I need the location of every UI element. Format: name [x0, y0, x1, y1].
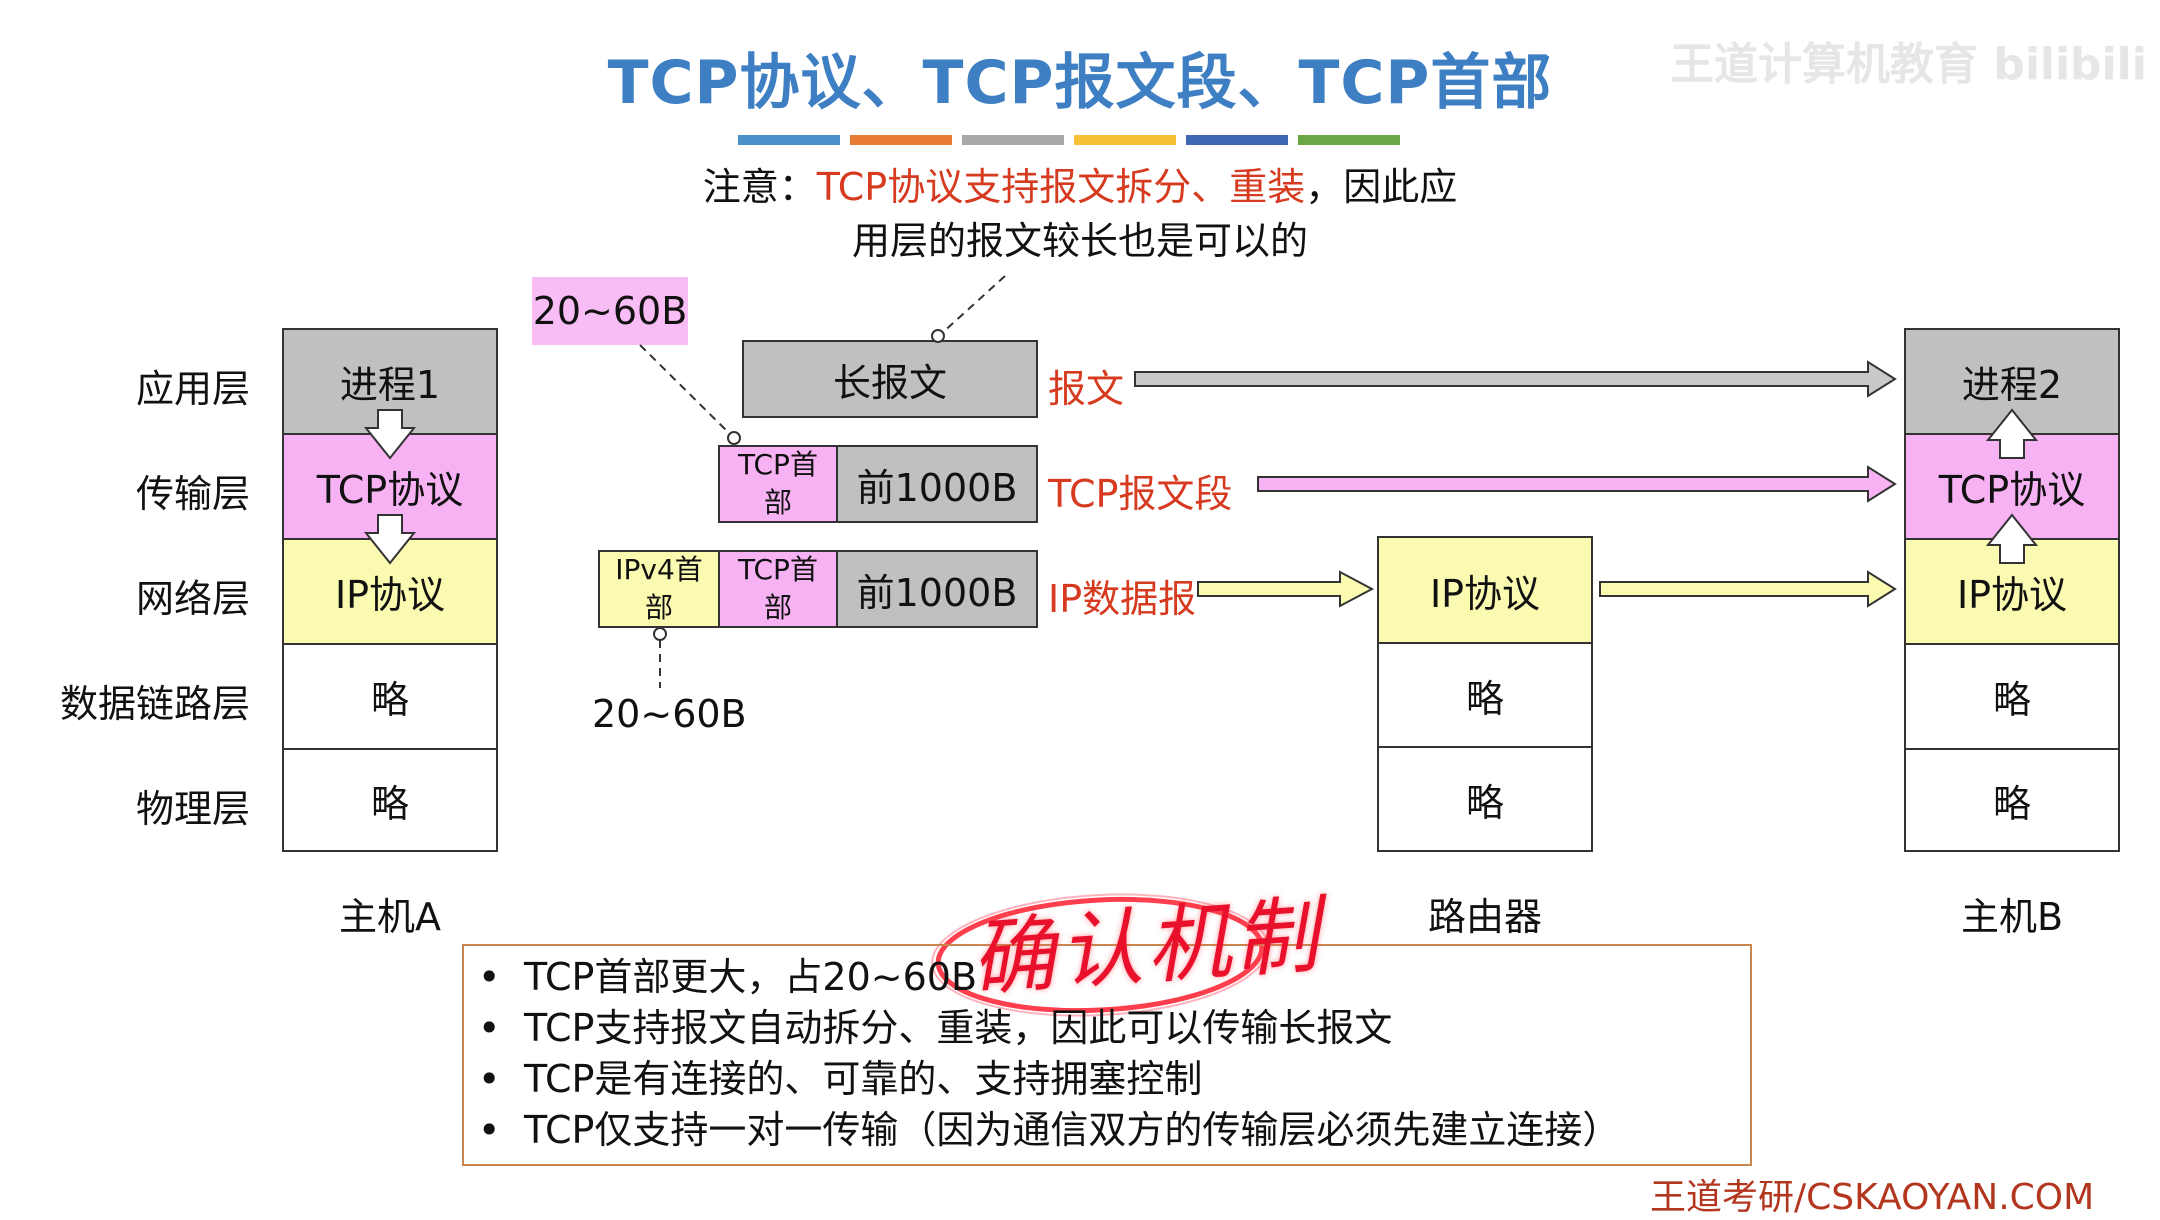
datagram-tcp-header: TCP首部 [718, 550, 838, 628]
note-pointer-line [939, 275, 1006, 336]
router-label: 路由器 [1427, 895, 1542, 939]
color-bar-segment [850, 135, 952, 145]
layer-label-physical: 物理层 [135, 787, 250, 831]
segment-arrow [1257, 465, 1897, 503]
datagram-label: IP数据报 [1048, 577, 1197, 621]
color-bar-segment [1074, 135, 1176, 145]
host-b-up-arrow-1 [1985, 408, 2039, 459]
host-a-datalink: 略 [282, 643, 498, 750]
color-bar-segment [1186, 135, 1288, 145]
tcp-size-pointer-line [639, 344, 733, 437]
color-bar-segment [962, 135, 1064, 145]
color-bar-segment [1298, 135, 1400, 145]
tcp-header-size-label: 20~60B [532, 277, 688, 345]
summary-list: TCP首部更大，占20~60B TCP支持报文自动拆分、重装，因此可以传输长报文… [464, 946, 1750, 1156]
router-physical: 略 [1377, 746, 1593, 852]
router-network: IP协议 [1377, 536, 1593, 644]
summary-item: TCP仅支持一对一传输（因为通信双方的传输层必须先建立连接） [478, 1105, 1750, 1156]
host-b-up-arrow-2 [1985, 513, 2039, 564]
host-b-network: IP协议 [1904, 538, 2120, 645]
host-b-label: 主机B [1960, 895, 2064, 939]
datagram-arrow-to-router [1197, 570, 1375, 608]
router-datalink: 略 [1377, 642, 1593, 748]
note-line-1: 注意：TCP协议支持报文拆分、重装，因此应 [600, 160, 1560, 214]
layer-label-application: 应用层 [135, 367, 250, 411]
note-suffix: ，因此应 [1305, 165, 1458, 209]
ip-size-pointer-dot [653, 627, 667, 641]
long-message-box: 长报文 [742, 340, 1038, 418]
watermark: 王道计算机教育 bilibili [1670, 39, 2147, 90]
host-b-physical: 略 [1904, 748, 2120, 852]
segment-label: TCP报文段 [1048, 472, 1233, 516]
layer-label-network: 网络层 [135, 577, 250, 621]
host-a-down-arrow-1 [363, 409, 417, 460]
segment-payload: 前1000B [836, 445, 1038, 523]
tcp-size-pointer-dot [727, 431, 741, 445]
layer-label-datalink: 数据链路层 [59, 682, 250, 726]
datagram-payload: 前1000B [836, 550, 1038, 628]
host-a-physical: 略 [282, 748, 498, 852]
slide-title: TCP协议、TCP报文段、TCP首部 [607, 48, 1553, 118]
message-arrow [1134, 360, 1897, 398]
note: 注意：TCP协议支持报文拆分、重装，因此应 用层的报文较长也是可以的 [600, 160, 1560, 268]
color-bar-segment [738, 135, 840, 145]
summary-item: TCP支持报文自动拆分、重装，因此可以传输长报文 [478, 1003, 1750, 1054]
ip-header-size-label: 20~60B [592, 692, 747, 736]
layer-label-transport: 传输层 [135, 472, 250, 516]
message-label: 报文 [1048, 367, 1125, 411]
router-to-host-b-arrow [1599, 570, 1897, 608]
host-a-down-arrow-2 [363, 514, 417, 565]
note-line-2: 用层的报文较长也是可以的 [851, 219, 1308, 263]
datagram-ip-header: IPv4首部 [598, 550, 720, 628]
handwritten-stamp: 确认机制 [967, 885, 1326, 1009]
footer-brand: 王道考研/CSKAOYAN.COM [1650, 1177, 2095, 1218]
note-highlight: TCP协议支持报文拆分、重装 [816, 165, 1306, 209]
host-a-label: 主机A [339, 895, 441, 939]
summary-item: TCP是有连接的、可靠的、支持拥塞控制 [478, 1054, 1750, 1105]
summary-box: TCP首部更大，占20~60B TCP支持报文自动拆分、重装，因此可以传输长报文… [462, 944, 1752, 1166]
summary-item: TCP首部更大，占20~60B [478, 952, 1750, 1003]
note-pointer-dot [931, 329, 945, 343]
host-b-datalink: 略 [1904, 643, 2120, 750]
note-prefix: 注意： [702, 165, 817, 209]
